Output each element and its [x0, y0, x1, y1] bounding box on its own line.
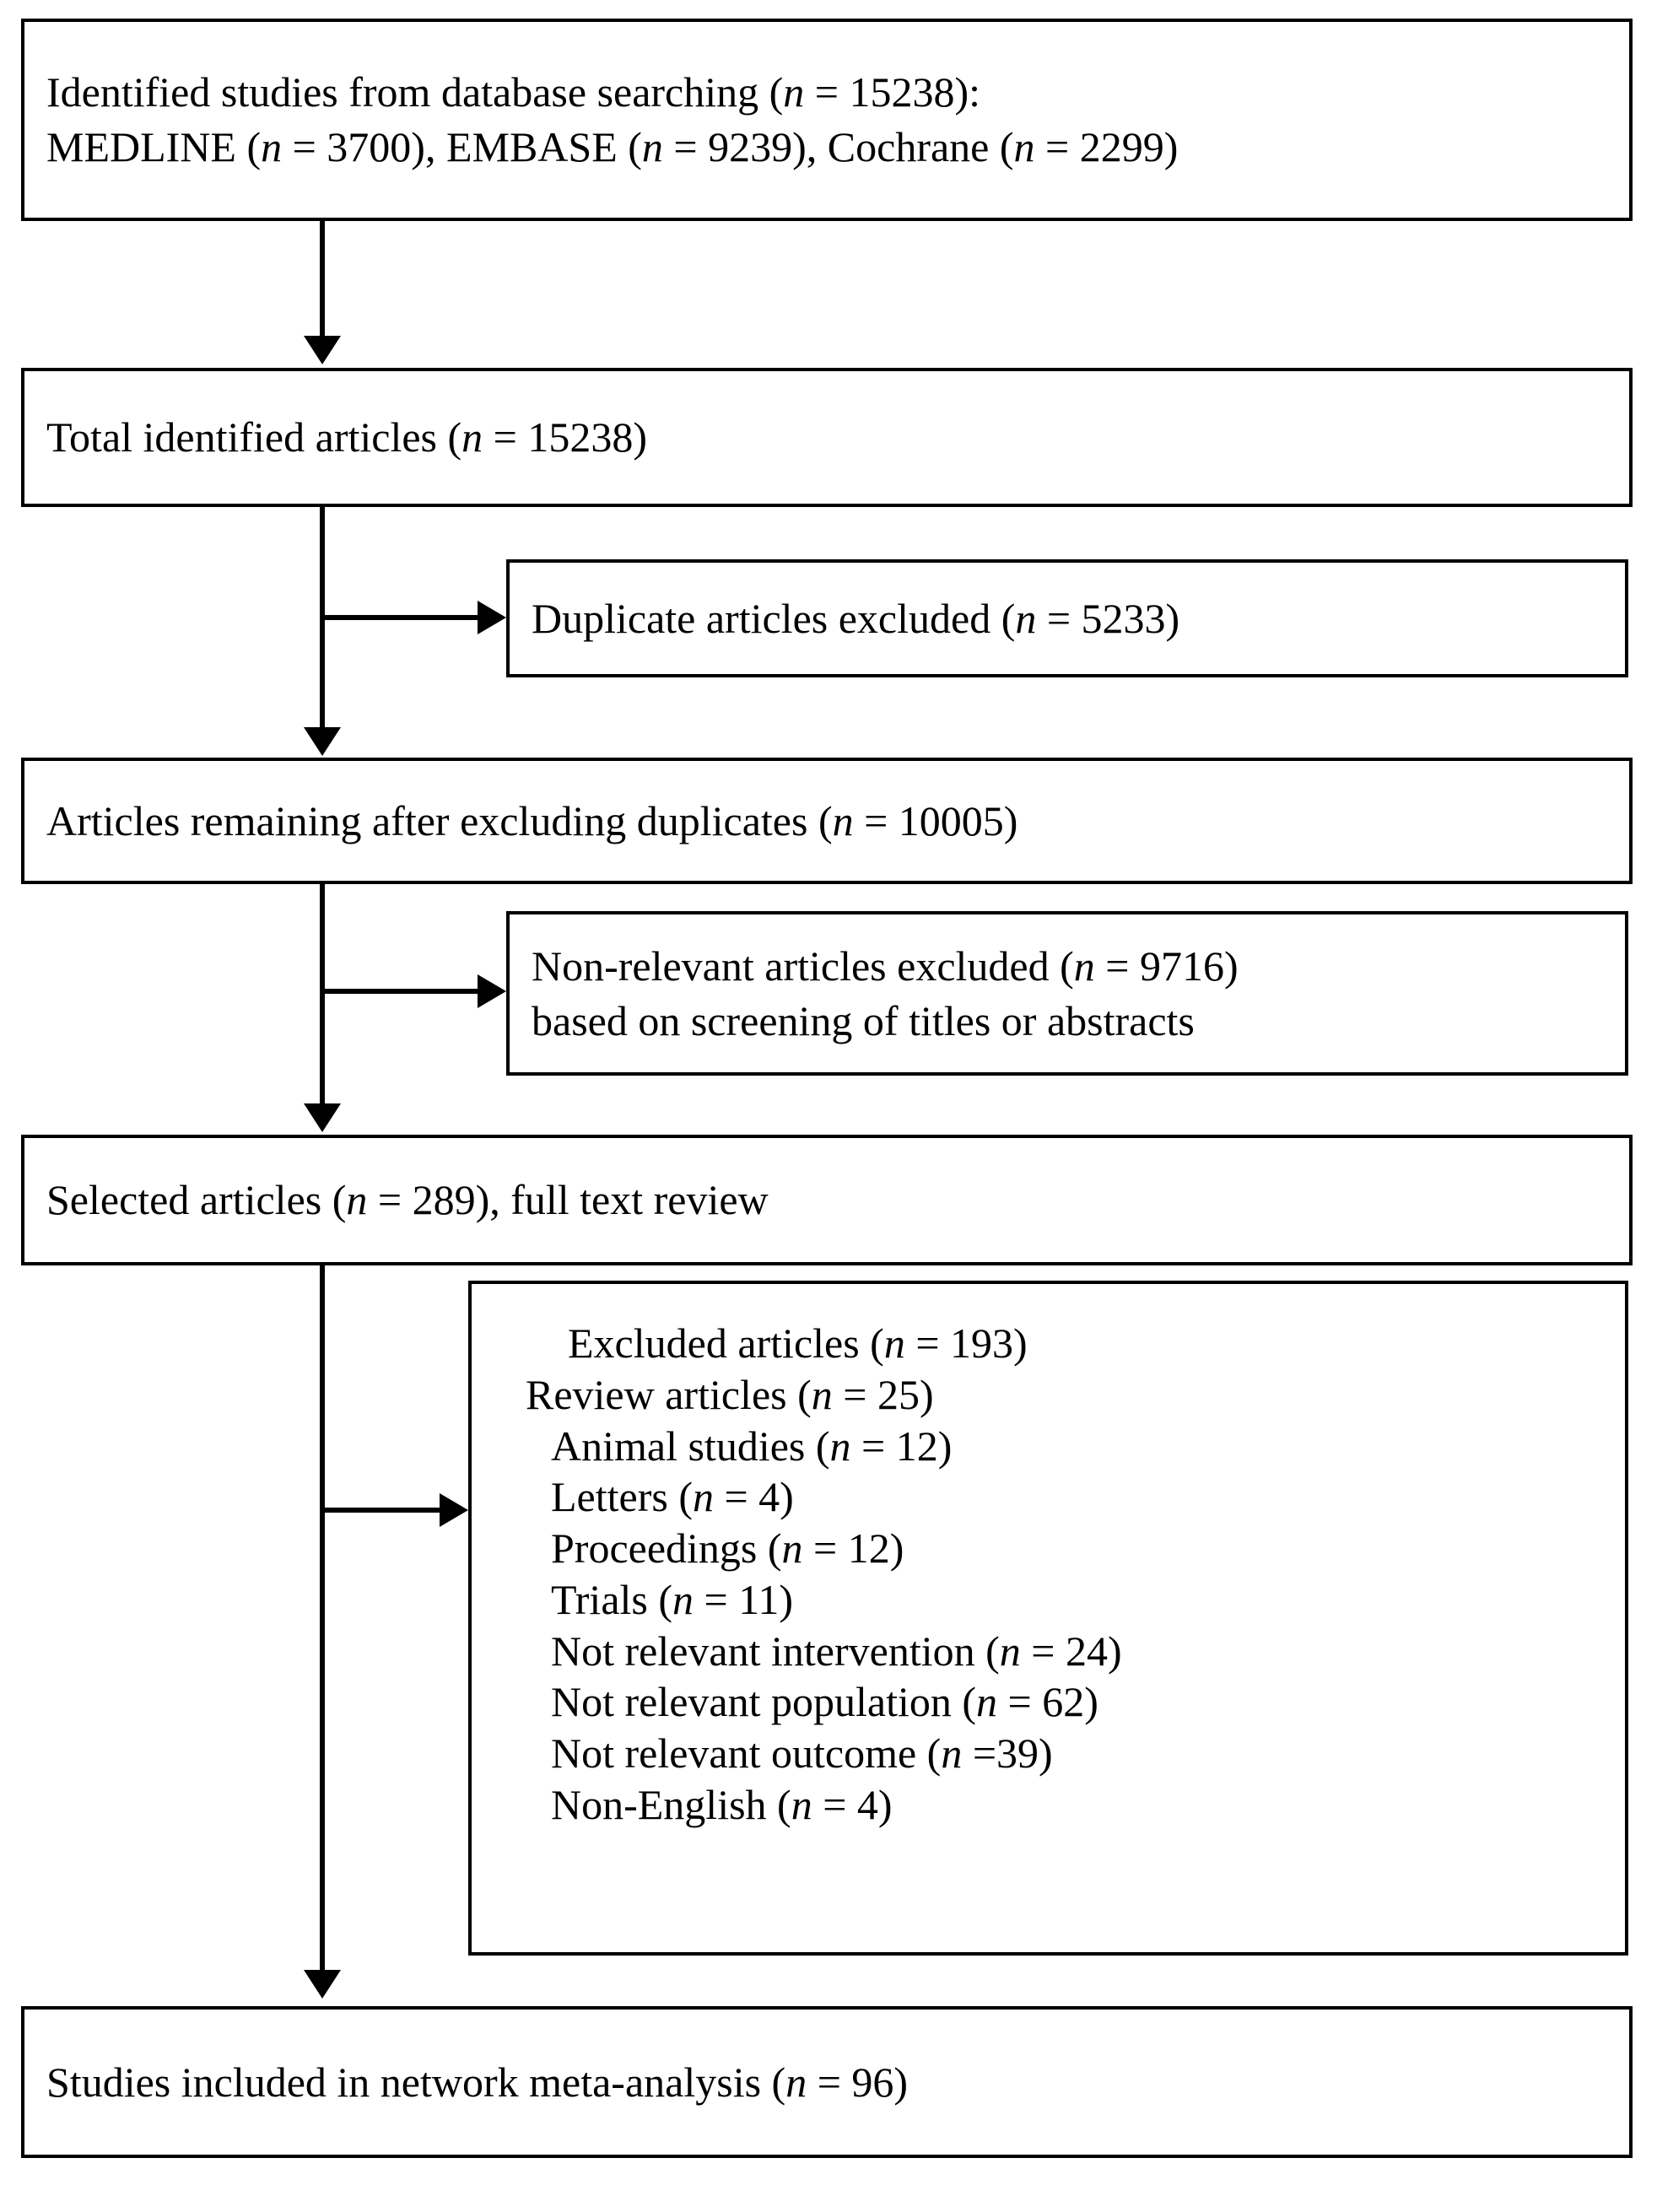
- duplicates-excluded-text-b: = 5233): [1036, 594, 1180, 642]
- excluded-item-n: n: [791, 1780, 812, 1828]
- nonrelevant-line1-text-a: Non-relevant articles excluded (: [532, 941, 1074, 990]
- identified-line2-text-c: = 9239), Cochrane (: [662, 123, 1014, 170]
- connector-remaining-to-selected: [320, 884, 325, 1108]
- excluded-detail-item: Not relevant population (n = 62): [526, 1676, 1625, 1728]
- nonrelevant-line1-text-b: = 9716): [1094, 941, 1239, 990]
- box-selected-articles: Selected articles (n = 289), full text r…: [21, 1135, 1633, 1265]
- excluded-item-label: Proceedings (: [551, 1524, 782, 1572]
- branch-to-excluded-detail: [320, 1508, 442, 1513]
- excluded-item-label: Non-English (: [551, 1780, 791, 1828]
- after-duplicates-text: Articles remaining after excluding dupli…: [24, 794, 1629, 849]
- duplicates-excluded-text-a: Duplicate articles excluded (: [532, 594, 1016, 642]
- arrowhead-to-duplicates: [478, 601, 506, 634]
- after-duplicates-text-a: Articles remaining after excluding dupli…: [46, 796, 833, 844]
- selected-articles-text: Selected articles (n = 289), full text r…: [24, 1173, 1629, 1227]
- excluded-item-label: Trials (: [551, 1575, 673, 1623]
- excluded-detail-item: Not relevant intervention (n = 24): [526, 1626, 1625, 1677]
- connector-identified-to-total: [320, 221, 325, 339]
- studies-included-n: n: [785, 2058, 807, 2106]
- nonrelevant-line-1: Non-relevant articles excluded (n = 9716…: [510, 939, 1625, 994]
- excluded-item-label: Not relevant intervention (: [551, 1627, 1000, 1675]
- excluded-detail-item: Not relevant outcome (n =39): [526, 1728, 1625, 1779]
- box-identified-studies: Identified studies from database searchi…: [21, 19, 1633, 221]
- identified-line-1: Identified studies from database searchi…: [24, 65, 1629, 120]
- box-duplicates-excluded: Duplicate articles excluded (n = 5233): [506, 559, 1628, 677]
- identified-line2-n1: n: [261, 123, 283, 170]
- identified-line1-text-b: = 15238):: [804, 68, 981, 116]
- branch-to-duplicates: [320, 615, 480, 620]
- selected-articles-text-a: Selected articles (: [46, 1176, 347, 1223]
- identified-line-2: MEDLINE (n = 3700), EMBASE (n = 9239), C…: [24, 120, 1629, 175]
- identified-line2-text-b: = 3700), EMBASE (: [282, 123, 642, 170]
- after-duplicates-n: n: [832, 796, 854, 844]
- excluded-item-n: n: [692, 1473, 714, 1521]
- excluded-item-count: = 4): [713, 1473, 794, 1521]
- identified-line2-text-a: MEDLINE (: [46, 123, 262, 170]
- excluded-item-n: n: [781, 1524, 803, 1572]
- excluded-detail-item: Non-English (n = 4): [526, 1779, 1625, 1831]
- excluded-detail-item: Letters (n = 4): [526, 1471, 1625, 1523]
- excluded-detail-item: Excluded articles (n = 193): [526, 1318, 1625, 1369]
- excluded-item-n: n: [672, 1575, 694, 1623]
- excluded-item-count: = 193): [904, 1319, 1028, 1367]
- box-studies-included: Studies included in network meta-analysi…: [21, 2006, 1633, 2158]
- identified-line2-text-d: = 2299): [1034, 123, 1179, 170]
- excluded-item-count: = 11): [694, 1575, 794, 1623]
- box-total-identified: Total identified articles (n = 15238): [21, 368, 1633, 507]
- excluded-detail-item: Trials (n = 11): [526, 1574, 1625, 1626]
- studies-included-text-a: Studies included in network meta-analysi…: [46, 2058, 786, 2106]
- excluded-detail-item: Animal studies (n = 12): [526, 1421, 1625, 1472]
- excluded-item-count: = 4): [812, 1780, 893, 1828]
- selected-articles-n: n: [346, 1176, 368, 1223]
- total-identified-text-a: Total identified articles (: [46, 413, 462, 461]
- box-excluded-detail: Excluded articles (n = 193)Review articl…: [468, 1281, 1628, 1956]
- total-identified-text: Total identified articles (n = 15238): [24, 410, 1629, 465]
- duplicates-excluded-text: Duplicate articles excluded (n = 5233): [510, 591, 1625, 646]
- excluded-detail-item: Proceedings (n = 12): [526, 1523, 1625, 1574]
- excluded-item-label: Not relevant population (: [551, 1678, 977, 1726]
- connector-selected-to-included: [320, 1265, 325, 1974]
- excluded-item-label: Excluded articles (: [568, 1319, 884, 1367]
- excluded-item-label: Review articles (: [526, 1370, 812, 1418]
- arrowhead-remaining-to-selected: [304, 1103, 341, 1132]
- arrowhead-selected-to-included: [304, 1970, 341, 1999]
- excluded-item-count: = 12): [850, 1422, 953, 1470]
- nonrelevant-line-2: based on screening of titles or abstract…: [532, 996, 1195, 1044]
- total-identified-n: n: [461, 413, 483, 461]
- excluded-item-count: = 25): [832, 1370, 934, 1418]
- box-nonrelevant-excluded: Non-relevant articles excluded (n = 9716…: [506, 911, 1628, 1076]
- excluded-item-n: n: [811, 1370, 833, 1418]
- identified-line2-n3: n: [1013, 123, 1035, 170]
- nonrelevant-line1-n: n: [1073, 941, 1095, 990]
- excluded-item-n: n: [999, 1627, 1021, 1675]
- identified-line2-n2: n: [641, 123, 663, 170]
- excluded-item-n: n: [976, 1678, 998, 1726]
- identified-line1-text-a: Identified studies from database searchi…: [46, 68, 784, 116]
- box-after-duplicates: Articles remaining after excluding dupli…: [21, 758, 1633, 884]
- total-identified-text-b: = 15238): [483, 413, 647, 461]
- excluded-item-n: n: [941, 1729, 963, 1777]
- excluded-detail-item: Review articles (n = 25): [526, 1369, 1625, 1421]
- duplicates-excluded-n: n: [1015, 594, 1037, 642]
- arrowhead-to-excluded-detail: [440, 1493, 468, 1527]
- arrowhead-identified-to-total: [304, 336, 341, 364]
- arrowhead-to-nonrelevant: [478, 974, 506, 1008]
- identified-line1-n: n: [783, 68, 805, 116]
- arrowhead-total-to-remaining: [304, 727, 341, 756]
- studies-included-text: Studies included in network meta-analysi…: [24, 2055, 1629, 2110]
- studies-included-text-b: = 96): [807, 2058, 909, 2106]
- selected-articles-text-b: = 289), full text review: [367, 1176, 769, 1223]
- excluded-item-n: n: [883, 1319, 905, 1367]
- excluded-item-label: Animal studies (: [551, 1422, 830, 1470]
- after-duplicates-text-b: = 10005): [853, 796, 1018, 844]
- excluded-item-label: Not relevant outcome (: [551, 1729, 942, 1777]
- excluded-item-count: = 12): [802, 1524, 904, 1572]
- excluded-item-label: Letters (: [551, 1473, 693, 1521]
- excluded-detail-list: Excluded articles (n = 193)Review articl…: [472, 1318, 1625, 1831]
- excluded-item-count: =39): [962, 1729, 1053, 1777]
- excluded-item-count: = 24): [1020, 1627, 1122, 1675]
- branch-to-nonrelevant: [320, 989, 480, 994]
- excluded-item-count: = 62): [997, 1678, 1098, 1726]
- excluded-item-n: n: [829, 1422, 851, 1470]
